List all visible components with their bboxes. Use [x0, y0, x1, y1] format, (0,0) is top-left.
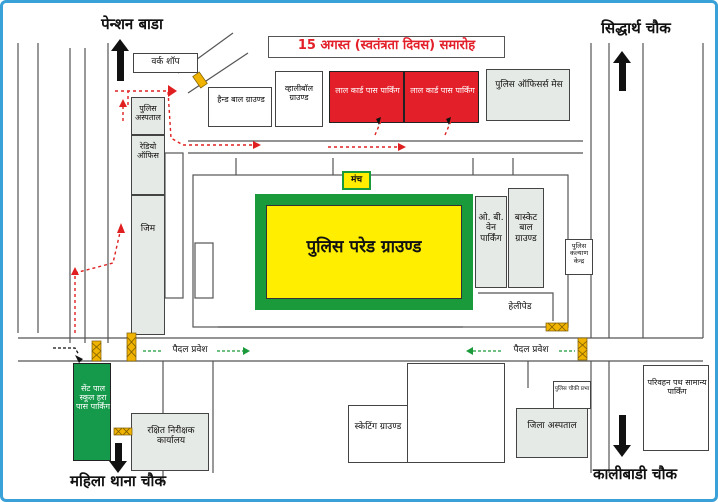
- arrow-down-icon: [109, 461, 127, 473]
- corner-siddharth-chowk: सिद्धार्थ चौक: [601, 19, 671, 37]
- red-card-parking-1-label: लाल कार्ड पास पार्किंग: [335, 86, 400, 95]
- pedestrian-entry-right: पैदल प्रवेश: [513, 345, 549, 355]
- arrow-down-icon: [613, 445, 631, 457]
- basketball-ground: बास्केट बाल ग्राउण्ड: [508, 188, 544, 288]
- transport-parking: परिवहन पथ सामान्य पार्किंग: [643, 365, 709, 451]
- district-hospital-label: जिला अस्पताल: [527, 421, 577, 431]
- handball-ground-label: हैन्ड बाल ग्राउण्ड: [217, 95, 265, 104]
- corner-kalibadi-chowk: कालीबाडी चौक: [593, 465, 677, 483]
- gym-label: जिम: [140, 224, 156, 234]
- skating-ground-label: स्केटिंग ग्राउण्ड: [354, 422, 402, 432]
- parade-ground: पुलिस परेड ग्राउण्ड: [255, 194, 473, 310]
- police-officers-mess-label: पुलिस ऑफिसर्स मेस: [495, 80, 563, 90]
- police-welfare-center: पुलिस कल्याण केन्द्र: [565, 239, 593, 275]
- work-shop: वर्क शॉप: [133, 53, 198, 73]
- arrow-up-icon: [117, 51, 124, 81]
- transport-parking-label: परिवहन पथ सामान्य पार्किंग: [647, 378, 707, 397]
- stage-label: मंच: [350, 175, 363, 185]
- basketball-ground-label: बास्केट बाल ग्राउण्ड: [514, 213, 538, 244]
- arrow-down-icon: [115, 443, 122, 461]
- arrow-up-icon: [111, 39, 129, 51]
- st-paul-school-parking-label: सेंट पाल स्कूल हरा पास पार्किंग: [76, 384, 110, 412]
- red-card-parking-1: लाल कार्ड पास पार्किंग: [329, 71, 404, 123]
- volleyball-ground-label: व्हालीबॉल ग्राउण्ड: [284, 84, 314, 103]
- red-card-parking-2: लाल कार्ड पास पार्किंग: [404, 71, 479, 123]
- district-hospital: जिला अस्पताल: [516, 408, 588, 458]
- reserve-inspector-office: रक्षित निरीक्षक कार्यालय: [131, 413, 209, 471]
- parade-ground-label: पुलिस परेड ग्राउण्ड: [306, 237, 422, 257]
- police-welfare-center-label: पुलिस कल्याण केन्द्र: [569, 242, 589, 265]
- work-shop-label: वर्क शॉप: [151, 57, 180, 67]
- skating-block: [407, 363, 505, 463]
- police-hospital-label: पुलिस अस्पताल: [135, 104, 161, 123]
- volleyball-ground: व्हालीबॉल ग्राउण्ड: [275, 71, 323, 127]
- red-card-parking-2-label: लाल कार्ड पास पार्किंग: [410, 86, 475, 95]
- skating-ground: स्केटिंग ग्राउण्ड: [348, 405, 408, 463]
- map-title: 15 अगस्त (स्वतंत्रता दिवस) समारोह: [268, 36, 505, 58]
- radio-office: रेडियो ऑफिस: [131, 135, 165, 195]
- map-title-text: 15 अगस्त (स्वतंत्रता दिवस) समारोह: [297, 38, 476, 53]
- corner-pension-bada: पेन्शन बाडा: [101, 15, 163, 33]
- reserve-inspector-office-label: रक्षित निरीक्षक कार्यालय: [147, 426, 195, 447]
- helipad-label: हेलीपेड: [508, 302, 532, 312]
- handball-ground: हैन्ड बाल ग्राउण्ड: [208, 87, 272, 127]
- gym: जिम: [131, 195, 165, 335]
- pedestrian-entry-left: पैदल प्रवेश: [172, 345, 208, 355]
- stage: मंच: [342, 171, 371, 190]
- ob-van-parking-label: ओ. बी. वेन पार्किंग: [478, 213, 504, 244]
- police-small-post-label: पुलिस चौकी प्रभा: [554, 386, 590, 392]
- arrow-up-icon: [619, 63, 626, 91]
- parade-ground-inner: [266, 205, 462, 299]
- arrow-up-icon: [613, 51, 631, 63]
- police-officers-mess: पुलिस ऑफिसर्स मेस: [486, 69, 570, 121]
- corner-mahila-thana-chowk: महिला थाना चौक: [70, 472, 166, 490]
- st-paul-school-parking: सेंट पाल स्कूल हरा पास पार्किंग: [73, 363, 111, 461]
- ob-van-parking: ओ. बी. वेन पार्किंग: [475, 196, 507, 288]
- arrow-down-icon: [619, 415, 626, 445]
- police-hospital: पुलिस अस्पताल: [131, 97, 165, 135]
- police-small-post: पुलिस चौकी प्रभा: [553, 381, 591, 409]
- radio-office-label: रेडियो ऑफिस: [137, 142, 159, 161]
